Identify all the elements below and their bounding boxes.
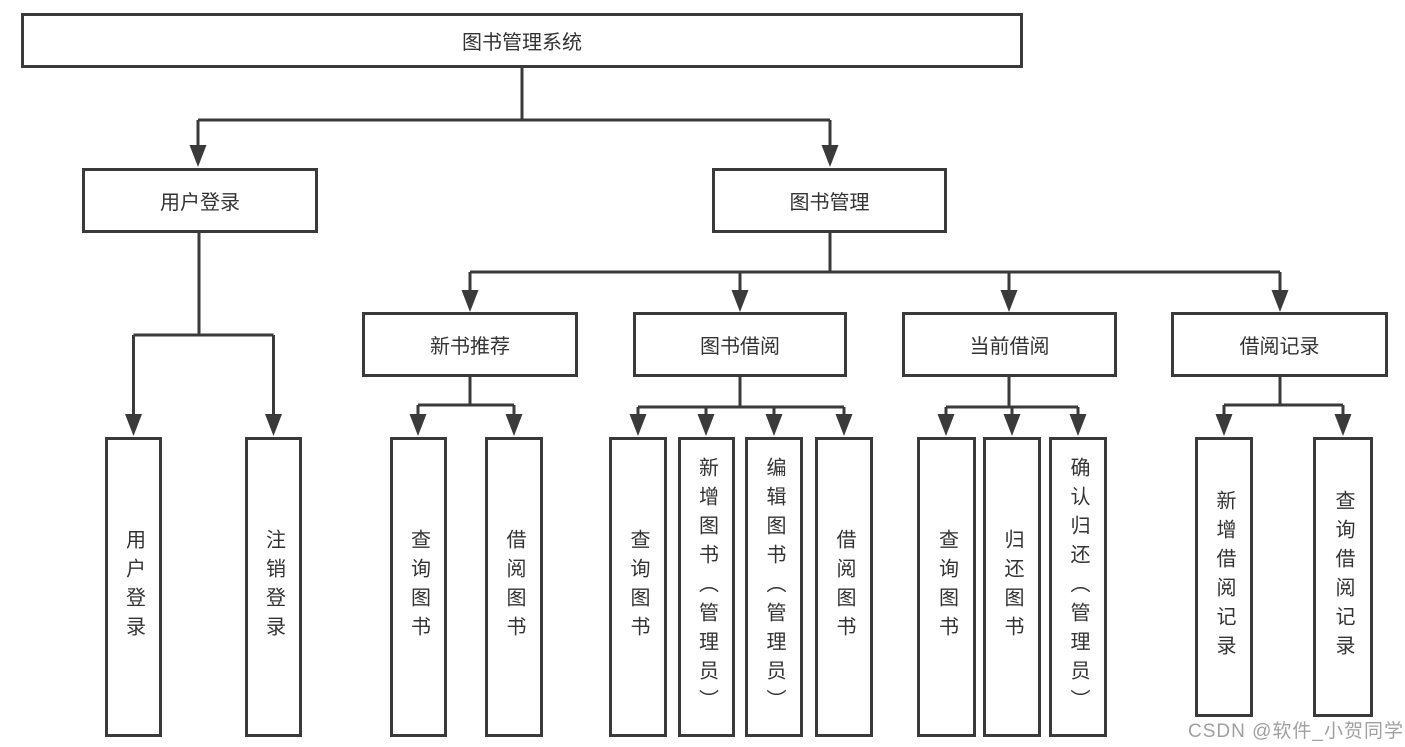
node-borrowing-records: 借阅记录 — [1171, 312, 1388, 377]
node-library-management-system: 图书管理系统 — [21, 13, 1023, 68]
leaf-borrow-borrow-books: 借阅图书 — [815, 437, 873, 737]
leaf-current-return-books: 归还图书 — [983, 437, 1041, 737]
leaf-newbook-borrow-books: 借阅图书 — [485, 437, 543, 737]
leaf-borrow-add-books-admin: 新增图书（管理员） — [678, 437, 735, 737]
leaf-borrow-query-books: 查询图书 — [609, 437, 667, 737]
leaf-borrow-edit-books-admin: 编辑图书（管理员） — [745, 437, 803, 737]
leaf-current-query-books: 查询图书 — [917, 437, 976, 737]
node-user-login: 用户登录 — [82, 168, 318, 233]
node-book-borrowing: 图书借阅 — [633, 312, 847, 377]
leaf-newbook-query-books: 查询图书 — [390, 437, 447, 737]
leaf-current-confirm-return-admin: 确认归还（管理员） — [1049, 437, 1107, 737]
node-current-borrowing: 当前借阅 — [902, 312, 1117, 377]
leaf-logout: 注销登录 — [245, 437, 302, 737]
node-new-book-recommendation: 新书推荐 — [362, 312, 578, 377]
leaf-records-query-borrow-record: 查询借阅记录 — [1313, 437, 1373, 717]
leaf-user-login: 用户登录 — [105, 437, 162, 737]
leaf-records-add-borrow-record: 新增借阅记录 — [1195, 437, 1253, 717]
csdn-watermark: CSDN @软件_小贺同学 — [1188, 721, 1404, 742]
node-book-management: 图书管理 — [712, 168, 947, 233]
